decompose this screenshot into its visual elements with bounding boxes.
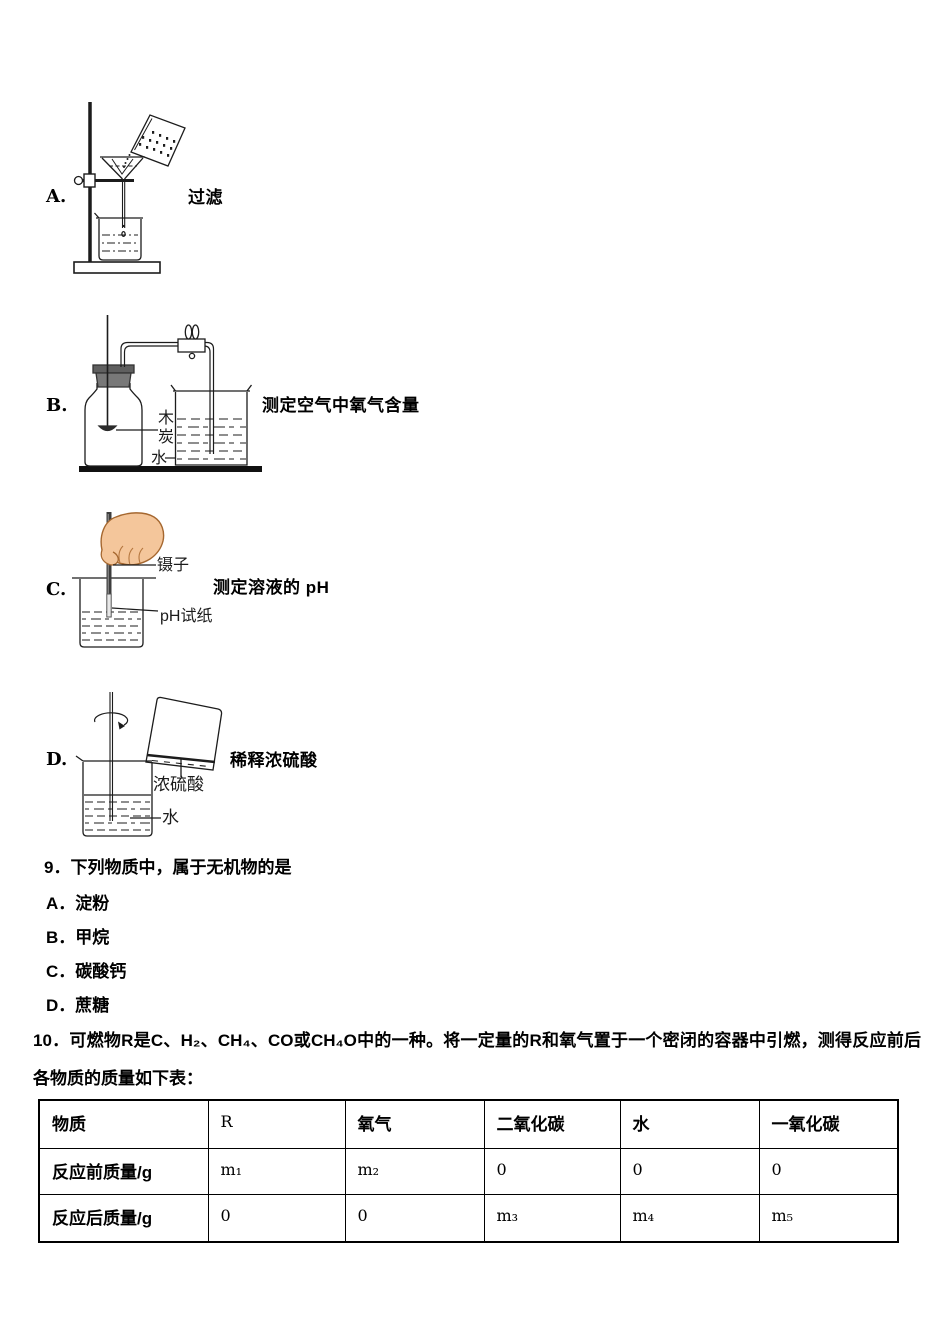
water-dashes-d: [85, 801, 150, 831]
solution-beaker: [72, 577, 156, 648]
option-c-letter: C.: [46, 579, 67, 600]
table-row-before: 反应前质量/g m₁ m₂ 0 0 0: [38, 1147, 899, 1195]
acid-pouring-beaker: [145, 696, 223, 777]
question-9-option-c: C．碳酸钙: [46, 962, 127, 981]
option-b-caption: 测定空气中氧气含量: [262, 396, 420, 415]
table-cell: 0: [483, 1147, 621, 1195]
table-cell: 0: [619, 1147, 760, 1195]
water-label-d: 水: [162, 808, 179, 827]
header-substance: 物质: [38, 1099, 209, 1149]
ph-paper-strip: [106, 593, 112, 618]
row-label: 反应后质量/g: [38, 1193, 209, 1243]
table-cell: 0: [344, 1193, 485, 1243]
option-d-caption: 稀释浓硫酸: [230, 751, 318, 770]
acid-dilution-diagram: [75, 692, 223, 837]
stirring-rod: [93, 692, 129, 821]
option-a-caption: 过滤: [188, 188, 223, 207]
table-cell: m₁: [207, 1147, 346, 1195]
option-a-letter: A.: [46, 186, 67, 207]
water-beaker-d: [75, 755, 161, 837]
charcoal-label-2: 炭: [158, 429, 175, 446]
header-r: R: [207, 1099, 346, 1149]
table-cell: m₂: [344, 1147, 485, 1195]
stir-arrow: [93, 712, 129, 726]
table-cell: 0: [207, 1193, 346, 1243]
funnel: [100, 156, 145, 228]
ph-test-diagram: [72, 512, 165, 648]
option-d-letter: D.: [46, 749, 68, 770]
substances-table: 物质 R 氧气 二氧化碳 水 一氧化碳 反应前质量/g m₁ m₂ 0 0 0 …: [38, 1099, 899, 1243]
acid-label: 浓硫酸: [153, 775, 204, 794]
liquid-dots: [139, 131, 176, 157]
pour-stream: [123, 154, 131, 168]
header-oxygen: 氧气: [344, 1099, 485, 1149]
question-9-stem: 9．下列物质中，属于无机物的是: [44, 858, 292, 877]
pouring-beaker: [123, 114, 186, 168]
option-c-caption: 测定溶液的 pH: [213, 578, 330, 597]
oxygen-measurement-diagram: [79, 315, 262, 472]
tweezers-label: 镊子: [157, 557, 190, 574]
table-cell: 0: [758, 1147, 899, 1195]
water-beaker: [165, 384, 253, 466]
header-co2: 二氧化碳: [483, 1099, 621, 1149]
table-cell: m₄: [619, 1193, 760, 1243]
question-9-option-a: A．淀粉: [46, 894, 110, 913]
question-10-stem: 10．可燃物R是C、H₂、CH₄、CO或CH₄O中的一种。将一定量的R和氧气置于…: [33, 1031, 921, 1088]
header-co: 一氧化碳: [758, 1099, 899, 1149]
hand: [100, 512, 165, 566]
row-label: 反应前质量/g: [38, 1147, 209, 1195]
table-header-row: 物质 R 氧气 二氧化碳 水 一氧化碳: [38, 1099, 899, 1149]
bench-line: [79, 466, 262, 472]
water-label-b: 水: [151, 450, 168, 467]
table-cell: m₅: [758, 1193, 899, 1243]
ring-stand: [73, 102, 161, 274]
ph-paper-label: pH试纸: [160, 608, 213, 625]
gas-bottle: [84, 315, 158, 467]
table-row-after: 反应后质量/g 0 0 m₃ m₄ m₅: [38, 1193, 899, 1243]
filtration-diagram: [73, 102, 186, 274]
table-cell: m₃: [483, 1193, 621, 1243]
water-dashes: [177, 418, 246, 460]
receiving-beaker: [94, 212, 143, 261]
charcoal-label-1: 木: [158, 410, 175, 427]
stopcock-valve: [177, 338, 206, 353]
combustion-spoon: [97, 425, 118, 432]
question-9-option-b: B．甲烷: [46, 928, 110, 947]
header-water: 水: [619, 1099, 760, 1149]
option-b-letter: B.: [46, 395, 68, 416]
question-9-option-d: D．蔗糖: [46, 996, 110, 1015]
connecting-tube: [120, 324, 215, 454]
